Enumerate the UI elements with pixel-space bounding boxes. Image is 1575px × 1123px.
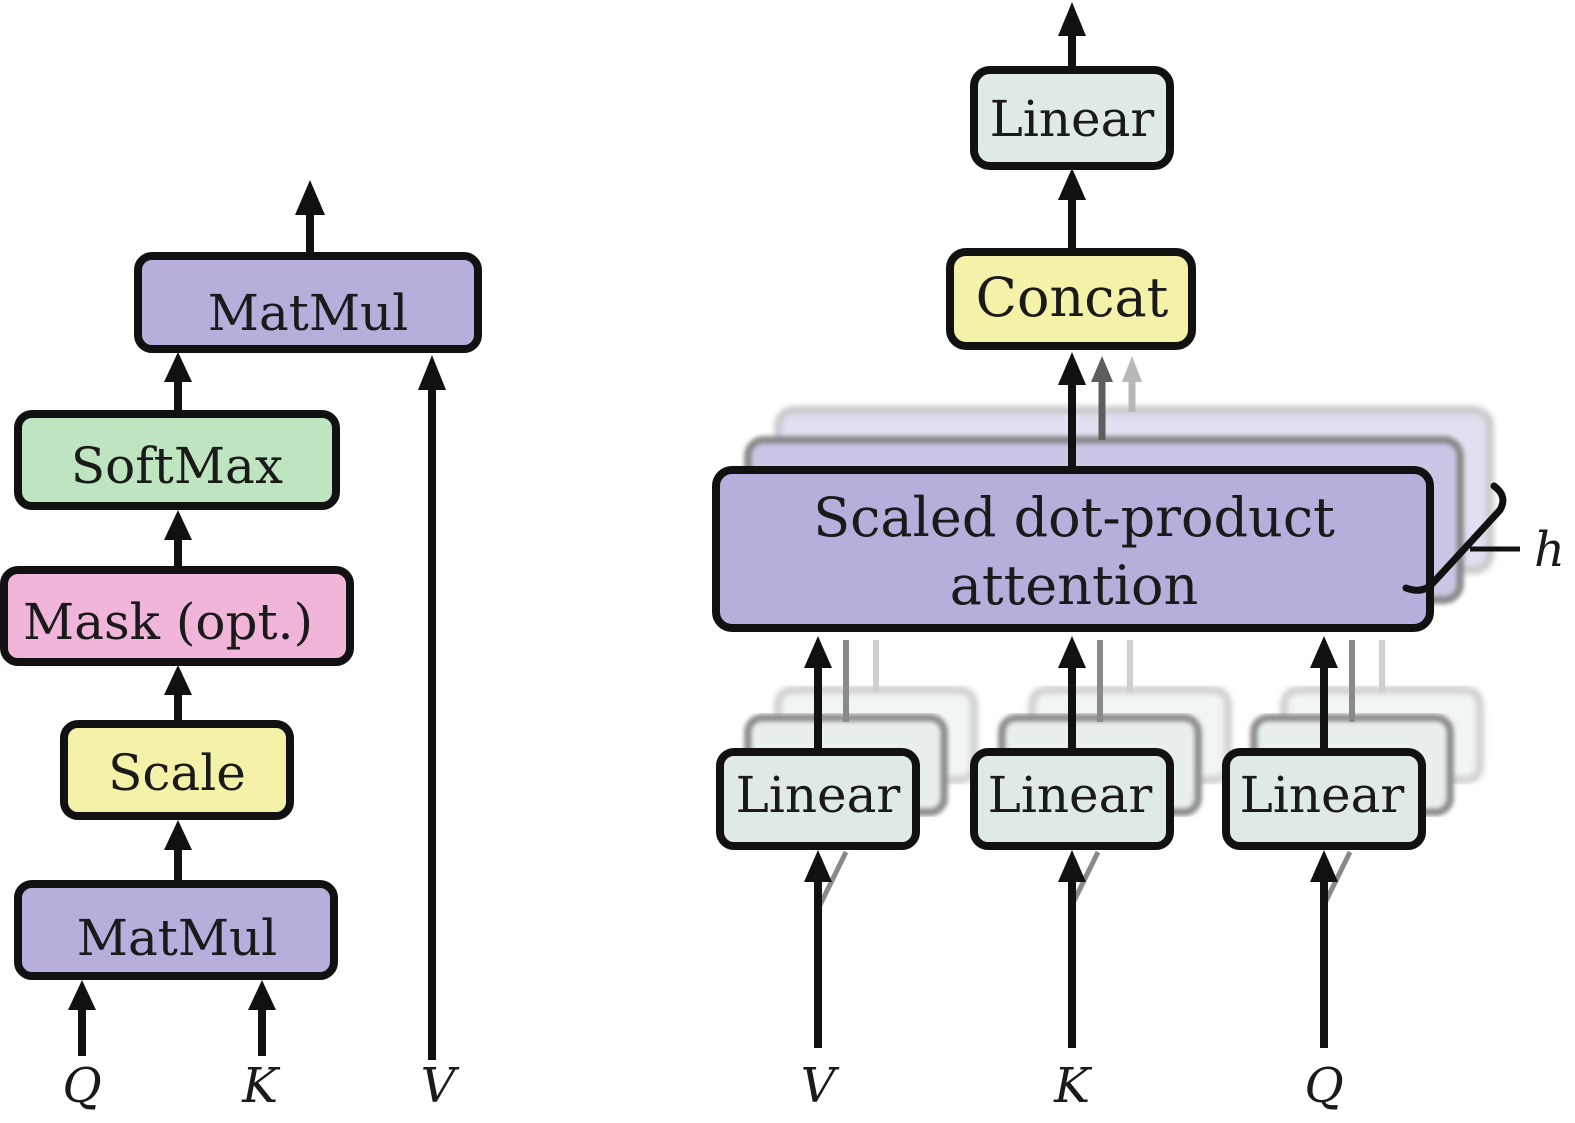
attention-label-line1: Scaled dot-product <box>813 486 1335 549</box>
right-panel: Linear Concat Scaled dot-product attenti… <box>712 2 1565 1114</box>
linear-v-box <box>716 748 920 850</box>
right-input-k: K <box>1053 1058 1093 1114</box>
scale-label: Scale <box>108 744 246 802</box>
linear-k-label: Linear <box>988 766 1153 824</box>
matmul-bottom-box <box>14 880 338 980</box>
matmul-top-box <box>134 252 482 353</box>
left-input-k: K <box>241 1058 281 1114</box>
right-connectors <box>804 2 1338 1048</box>
softmax-box <box>14 410 340 510</box>
heads-bracket <box>1402 482 1520 594</box>
heads-label: h <box>1534 522 1565 578</box>
linear-v-label: Linear <box>736 766 901 824</box>
linear-q-box <box>1222 748 1426 850</box>
matmul-top-label: MatMul <box>208 284 409 342</box>
linear-q-label: Linear <box>1240 766 1405 824</box>
concat-box <box>946 248 1196 350</box>
mask-label: Mask (opt.) <box>23 593 313 651</box>
left-input-v: V <box>421 1058 460 1114</box>
left-panel: MatMul SoftMax Mask (opt.) Scale MatMul … <box>0 180 482 1114</box>
linear-top-box <box>970 66 1174 170</box>
left-input-q: Q <box>62 1058 101 1114</box>
scale-box <box>60 720 294 820</box>
ghost-arrows <box>817 356 1385 907</box>
attention-box <box>712 466 1434 632</box>
mask-box <box>0 566 354 666</box>
linear-k-box <box>970 748 1174 850</box>
right-input-v: V <box>801 1058 840 1114</box>
right-input-q: Q <box>1304 1058 1343 1114</box>
softmax-label: SoftMax <box>71 437 283 495</box>
concat-label: Concat <box>976 266 1169 329</box>
attention-label-line2: attention <box>950 554 1199 617</box>
linear-top-label: Linear <box>990 90 1155 148</box>
matmul-bottom-label: MatMul <box>77 909 278 967</box>
left-connectors <box>68 180 446 1060</box>
